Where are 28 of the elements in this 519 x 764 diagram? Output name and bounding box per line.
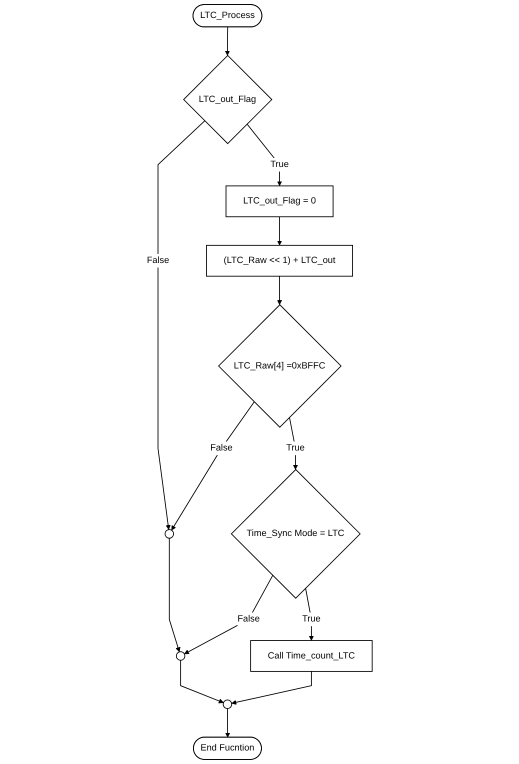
arrow (224, 26, 230, 56)
edge-label: False (146, 256, 170, 266)
arrow (180, 660, 224, 704)
arrow (184, 575, 274, 654)
edge-label: False (237, 614, 260, 624)
edge-label: True (270, 160, 289, 170)
node-diamond: LTC_out_Flag (183, 54, 272, 144)
arrow (277, 276, 282, 305)
arrow (158, 120, 206, 530)
node-diamond: Time_Sync Mode = LTC (230, 468, 361, 599)
arrow (225, 708, 230, 738)
node-circle (222, 700, 232, 709)
edge-label: False (210, 443, 233, 453)
arrow (277, 216, 282, 246)
node-circle (164, 529, 174, 539)
edge-label: True (286, 443, 305, 453)
arrow (171, 401, 255, 530)
node-box: LTC_out_Flag = 0 (226, 185, 334, 218)
arrow (246, 124, 282, 186)
node-box: Call Time_count_LTC (250, 640, 373, 672)
arrow (168, 538, 180, 652)
arrow (289, 416, 298, 470)
arrow (231, 670, 312, 705)
arrow (305, 588, 314, 641)
node-circle (176, 651, 186, 661)
edge-label: True (302, 614, 321, 624)
node-box: (LTC_Raw << 1) + LTC_out (206, 244, 353, 277)
node-diamond: LTC_Raw[4] =0xBFFC (218, 304, 342, 428)
